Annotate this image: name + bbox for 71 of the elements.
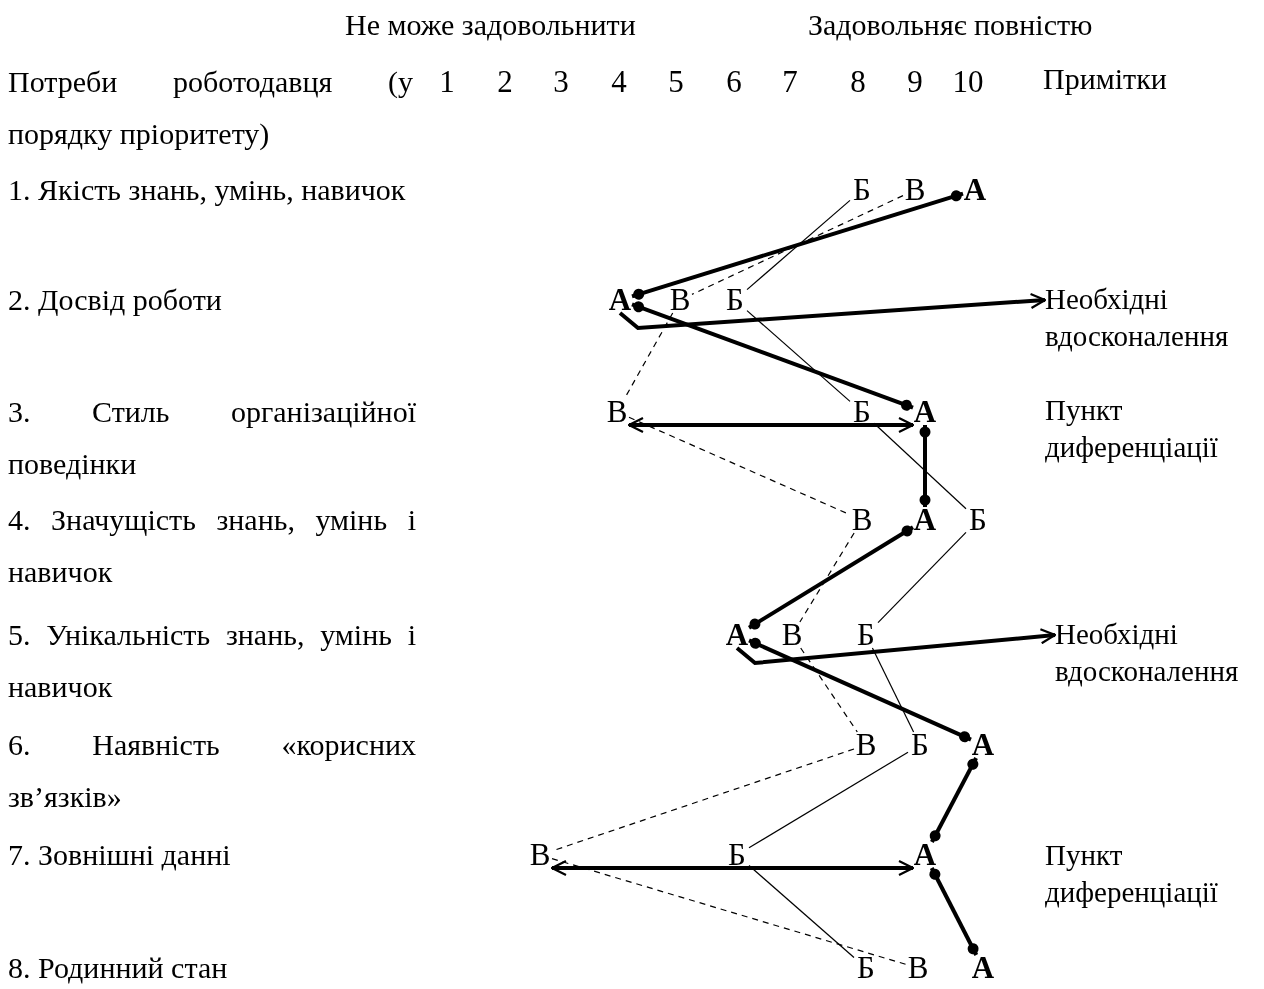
profile-letter: Б xyxy=(723,287,747,313)
profile-letter: В xyxy=(605,399,629,425)
profile-line xyxy=(691,195,904,295)
profile-line xyxy=(929,757,979,843)
column-heading: Примітки xyxy=(1043,61,1167,97)
row-label: 4. Значущість знань, умінь і навичок xyxy=(8,502,416,590)
profile-line xyxy=(919,425,931,507)
note-text: Пункт диференціації xyxy=(1045,393,1219,465)
profile-letter: Б xyxy=(850,399,874,425)
scale-number: 1 xyxy=(438,63,456,101)
arrow xyxy=(735,628,1057,666)
profile-letter: Б xyxy=(854,955,878,981)
profile-letter: В xyxy=(850,507,874,533)
profile-letter: А xyxy=(608,287,632,313)
profile-letter: Б xyxy=(966,507,990,533)
arrow xyxy=(550,859,915,877)
profile-line xyxy=(748,637,972,743)
profile-line xyxy=(746,199,851,291)
profile-letter: В xyxy=(854,732,878,758)
row-label: 3. Стиль організаційної поведінки xyxy=(8,394,416,482)
profile-letter: Б xyxy=(908,732,932,758)
profile-letter: В xyxy=(668,287,692,313)
row-label: 1. Якість знань, умінь, навичок xyxy=(8,172,406,208)
scale-number: 6 xyxy=(725,63,743,101)
profile-letter: Б xyxy=(854,622,878,648)
row-label: 5. Унікальність знань, умінь і навичок xyxy=(8,617,416,705)
row-label: 8. Родинний стан xyxy=(8,950,228,986)
note-text: Необхідні вдосконалення xyxy=(1055,616,1260,690)
profile-letter: А xyxy=(913,842,937,868)
profile-letter: В xyxy=(903,177,927,203)
profile-line xyxy=(748,751,909,849)
profile-line xyxy=(877,531,967,624)
profile-letter: А xyxy=(963,177,987,203)
row-label: 7. Зовнішні данні xyxy=(8,837,231,873)
profile-line xyxy=(929,867,979,956)
column-heading: Задовольняє повністю xyxy=(808,7,1093,43)
scale-number: 9 xyxy=(906,63,924,101)
profile-letter: Б xyxy=(850,177,874,203)
profile-letter: В xyxy=(780,622,804,648)
profile-line xyxy=(800,647,858,733)
row-label: 2. Досвід роботи xyxy=(8,282,222,318)
note-text: Необхідні вдосконалення xyxy=(1045,281,1250,355)
profile-letter: А xyxy=(913,507,937,533)
scale-number: 5 xyxy=(667,63,685,101)
row-label: Потреби роботодавця (у порядку пріоритету) xyxy=(8,64,413,152)
note-text: Пункт диференціації xyxy=(1045,838,1219,910)
scale-number: 7 xyxy=(781,63,799,101)
profile-letter: А xyxy=(971,955,995,981)
arrow xyxy=(627,416,915,434)
scale-number: 10 xyxy=(951,63,985,101)
profile-line xyxy=(871,647,915,733)
profile-line xyxy=(631,190,964,300)
column-heading: Не може задовольнити xyxy=(345,7,636,43)
profile-letter: А xyxy=(971,732,995,758)
profile-letter: В xyxy=(906,955,930,981)
profile-letter: В xyxy=(528,842,552,868)
profile-line xyxy=(551,858,907,965)
profile-letter: Б xyxy=(725,842,749,868)
scale-number: 3 xyxy=(552,63,570,101)
profile-line xyxy=(748,864,855,959)
scale-number: 8 xyxy=(849,63,867,101)
profile-line xyxy=(631,301,914,411)
scale-number: 2 xyxy=(496,63,514,101)
profile-letter: А xyxy=(913,399,937,425)
arrow xyxy=(618,292,1047,331)
profile-line xyxy=(747,525,915,630)
scale-number: 4 xyxy=(610,63,628,101)
profile-line xyxy=(799,532,855,623)
profile-line xyxy=(746,310,851,402)
row-label: 6. Наявність «корисних зв’язків» xyxy=(8,727,416,815)
profile-letter: А xyxy=(725,622,749,648)
